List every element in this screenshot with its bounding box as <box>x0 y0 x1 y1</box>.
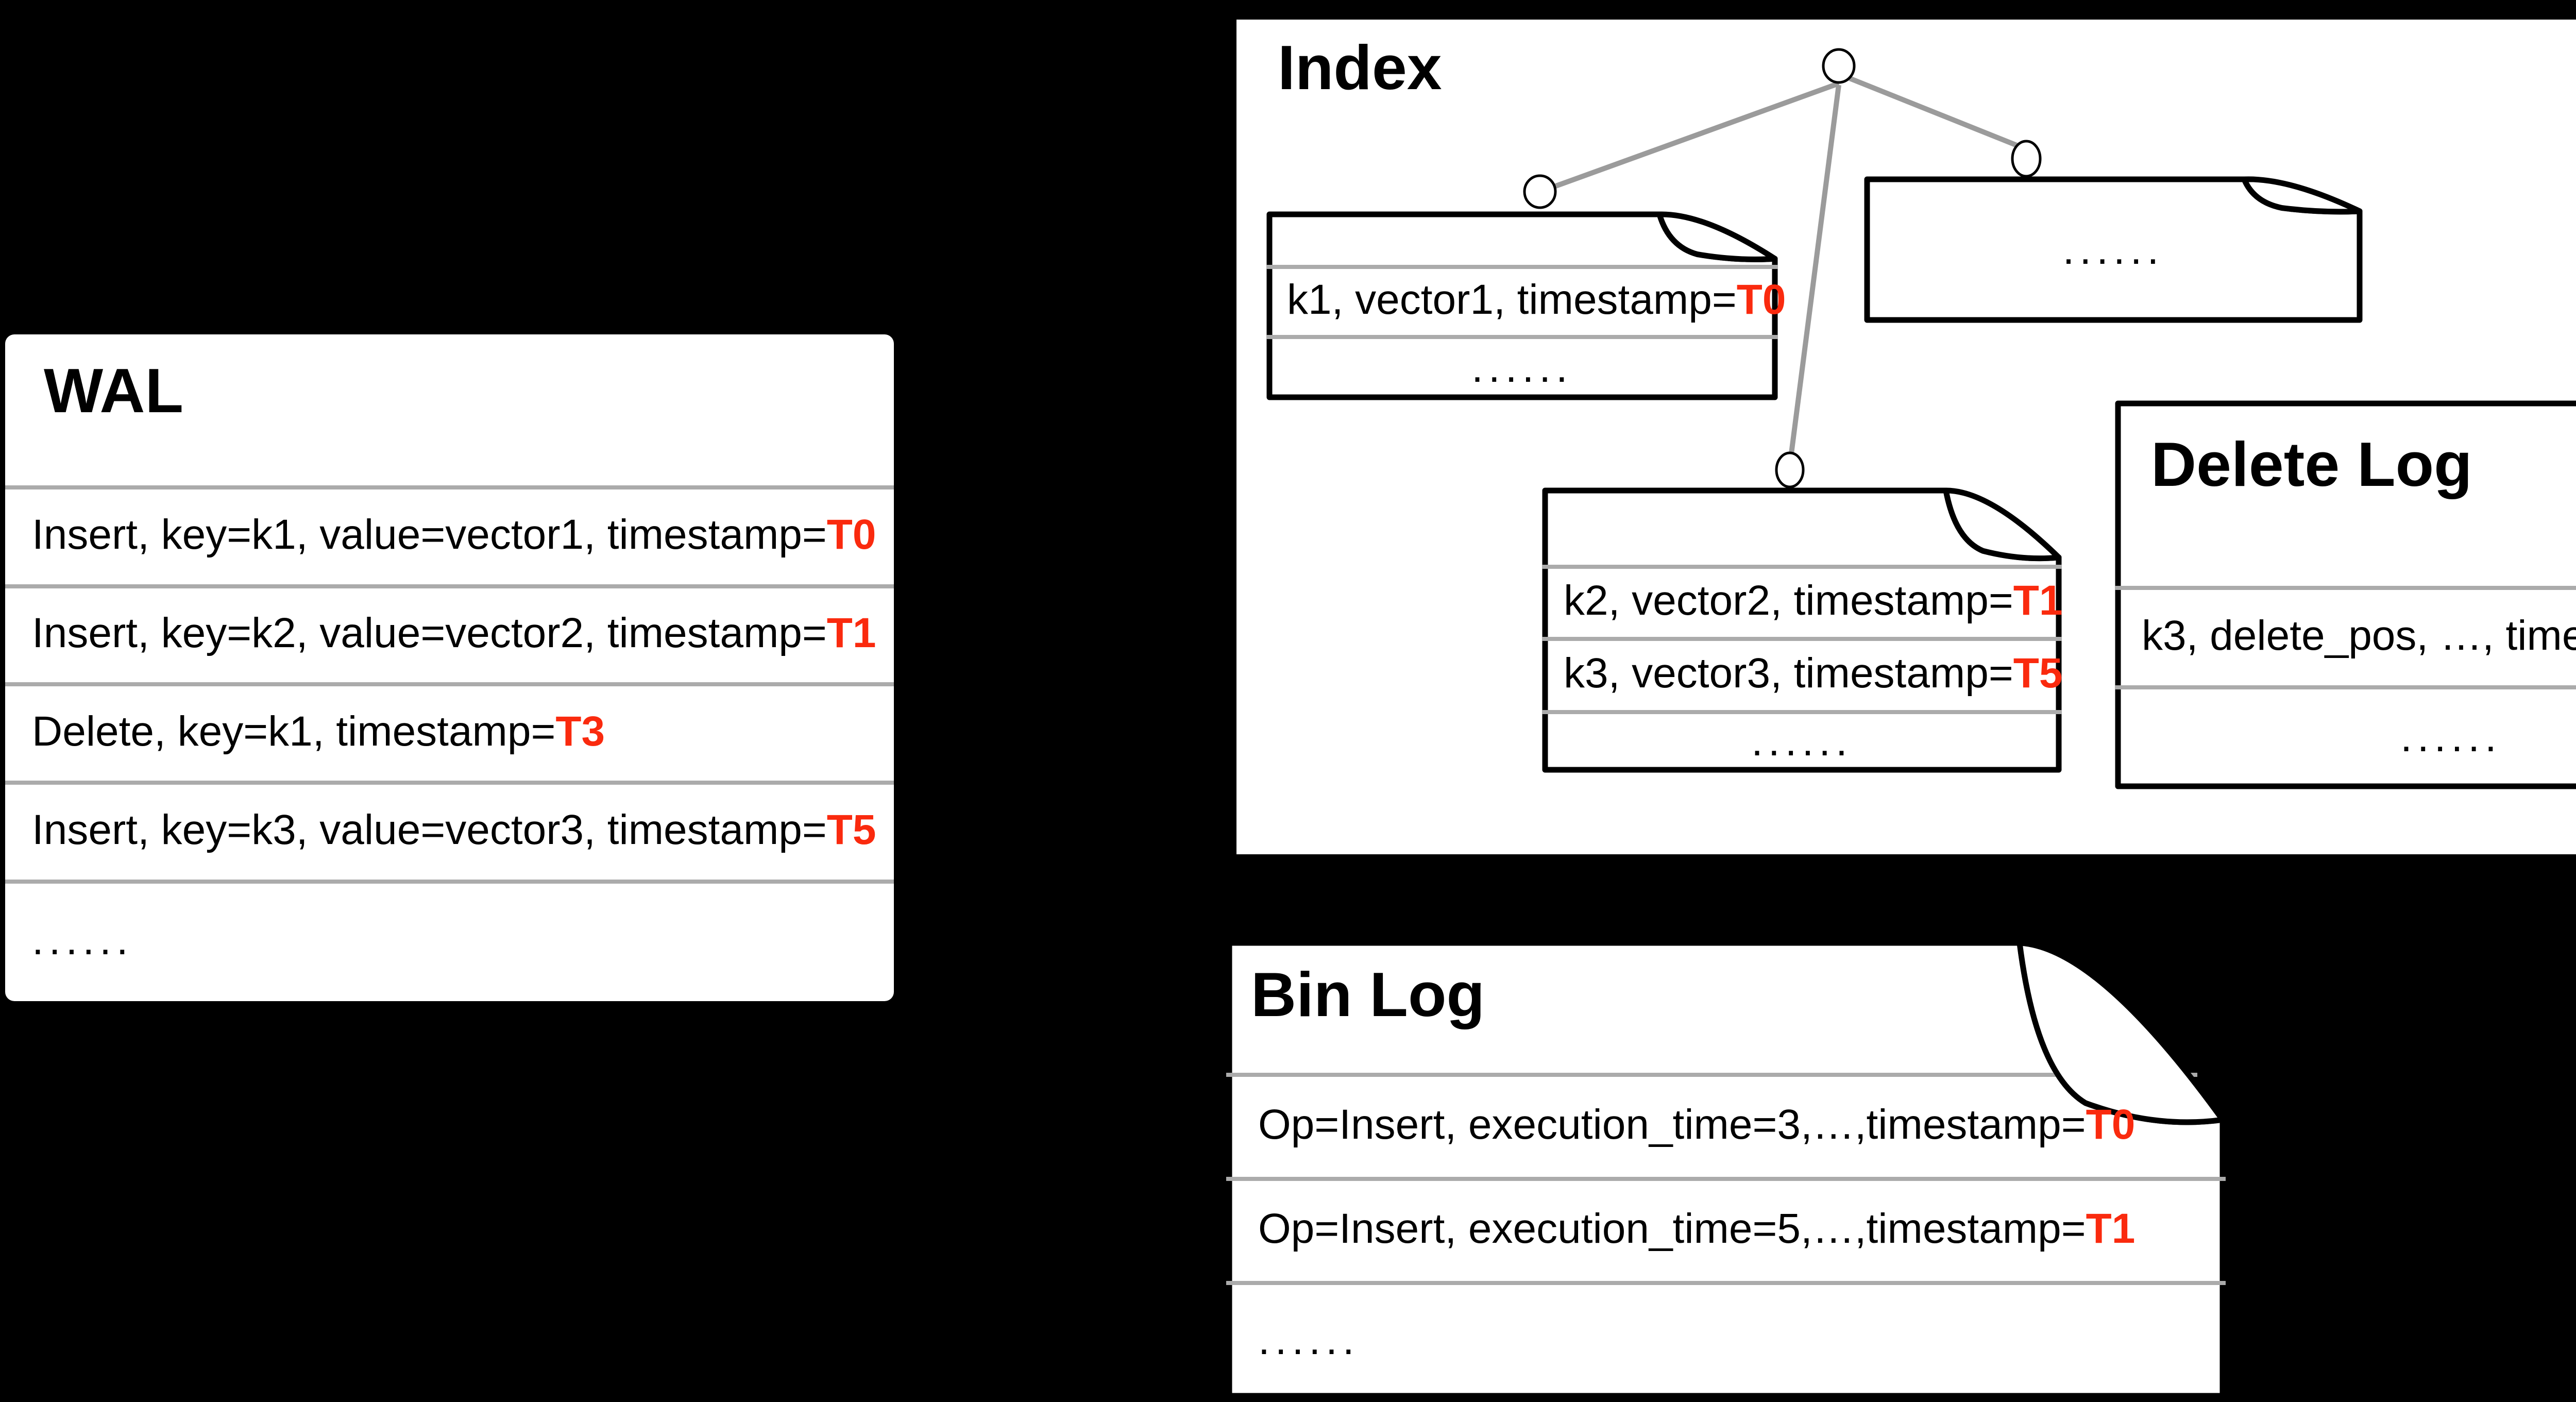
wal-title: WAL <box>44 356 184 426</box>
entry-text: Op=Insert, execution_time=5,…,timestamp= <box>1258 1205 2086 1252</box>
entry-text: Insert, key=k2, value=vector2, timestamp… <box>32 610 827 656</box>
timestamp-value: T1 <box>826 610 876 656</box>
timestamp-value: T3 <box>555 707 605 755</box>
timestamp-value: T0 <box>826 511 876 558</box>
timestamp-value: T1 <box>2086 1205 2136 1252</box>
divider <box>1266 265 1778 269</box>
divider <box>1266 335 1778 339</box>
divider <box>5 584 894 588</box>
timestamp-value: T1 <box>2013 577 2063 624</box>
timestamp-value: T5 <box>2013 650 2063 697</box>
folded-corner <box>1656 211 1778 262</box>
divider <box>2115 586 2576 590</box>
wal-entry: Delete, key=k1, timestamp=T3 <box>5 682 894 781</box>
segment-more-row: ...... <box>2062 226 2164 273</box>
bin-log-more-row: ...... <box>1258 1316 1360 1363</box>
delete-log-entry: k3, delete_pos, …, timestamp=T3 <box>2115 586 2576 685</box>
divider <box>5 781 894 785</box>
segment-entry: k3, vector3, timestamp=T5 <box>1542 637 2062 710</box>
index-segment2-doc: k2, vector2, timestamp=T1 k3, vector3, t… <box>1542 487 2062 773</box>
delete-log-more-row: ...... <box>2400 714 2502 761</box>
index-segment-other-doc: ...... <box>1864 176 2363 323</box>
timestamp-value: T0 <box>2086 1101 2136 1148</box>
entry-text: k1, vector1, timestamp= <box>1287 276 1737 323</box>
wal-entry: Insert, key=k3, value=vector3, timestamp… <box>5 781 894 880</box>
entry-text: Op=Insert, execution_time=3,…,timestamp= <box>1258 1101 2086 1148</box>
divider <box>2115 685 2576 689</box>
divider <box>5 682 894 686</box>
folded-corner <box>2016 940 2226 1125</box>
divider <box>5 485 894 489</box>
delete-log-doc: Delete Log k3, delete_pos, …, timestamp=… <box>2115 400 2576 789</box>
entry-text: Delete, key=k1, timestamp= <box>32 707 556 755</box>
timestamp-value: T0 <box>1736 276 1786 323</box>
index-segment1-doc: k1, vector1, timestamp=T0 ...... <box>1266 211 1786 400</box>
timestamp-value: T5 <box>826 806 876 853</box>
wal-more-row: ...... <box>32 917 133 964</box>
segment-entry: k1, vector1, timestamp=T0 <box>1266 265 1786 335</box>
folded-corner <box>2241 176 2363 215</box>
delete-log-title: Delete Log <box>2151 429 2472 499</box>
entry-text: Insert, key=k1, value=vector1, timestamp… <box>32 511 827 558</box>
divider <box>1542 710 2062 714</box>
wal-entry: Insert, key=k2, value=vector2, timestamp… <box>5 584 894 682</box>
segment-entry: k2, vector2, timestamp=T1 <box>1542 565 2062 637</box>
index-title: Index <box>1278 32 1442 103</box>
bin-log-doc: Bin Log Op=Insert, execution_time=3,…,ti… <box>1226 940 2226 1399</box>
bin-log-entry: Op=Insert, execution_time=5,…,timestamp=… <box>1226 1177 2226 1281</box>
entry-text: Insert, key=k3, value=vector3, timestamp… <box>32 806 827 853</box>
wal-panel: WAL Insert, key=k1, value=vector1, times… <box>5 334 894 1001</box>
divider <box>1542 637 2062 641</box>
document-outline <box>2115 400 2576 789</box>
divider <box>1226 1281 2226 1285</box>
entry-text: k2, vector2, timestamp= <box>1564 577 2013 624</box>
segment-more-row: ...... <box>1471 344 1573 391</box>
divider <box>1226 1073 2197 1077</box>
bin-log-title: Bin Log <box>1251 959 1485 1029</box>
folded-corner <box>1943 487 2062 562</box>
segment-more-row: ...... <box>1751 718 1853 765</box>
divider <box>1226 1177 2226 1181</box>
entry-text: k3, vector3, timestamp= <box>1564 650 2013 697</box>
divider <box>1542 565 2062 569</box>
wal-entry: Insert, key=k1, value=vector1, timestamp… <box>5 485 894 584</box>
entry-text: k3, delete_pos, …, timestamp= <box>2142 612 2576 659</box>
divider <box>5 880 894 884</box>
bin-log-entry: Op=Insert, execution_time=3,…,timestamp=… <box>1226 1073 2226 1177</box>
